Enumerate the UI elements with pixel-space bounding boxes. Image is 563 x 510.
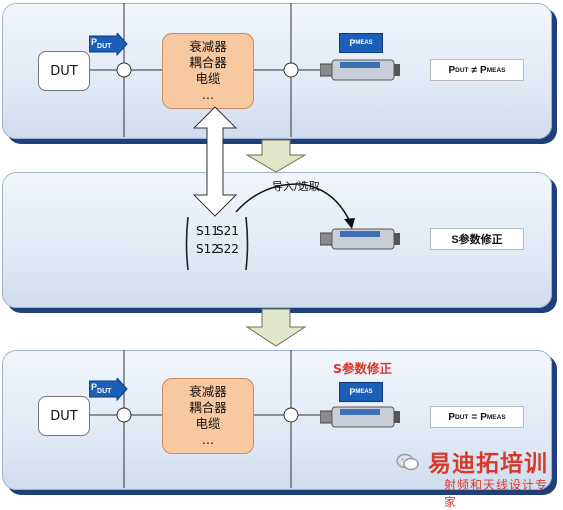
attenuator-box-bottom: 衰减器 耦合器 电缆 ... <box>162 378 254 454</box>
result-b-s1: DUT <box>455 413 469 421</box>
watermark: 易迪拓培训 射频和天线设计专家 <box>396 444 560 509</box>
pdut-arrow-tag-bottom: PDUT <box>88 376 129 406</box>
cable-label: 电缆 <box>195 71 221 86</box>
arrow-right-icon <box>88 31 128 57</box>
power-sensor-icon-bottom <box>320 406 400 428</box>
dut-label: DUT <box>50 63 78 79</box>
dut-label-bottom: DUT <box>50 408 78 424</box>
import-select-label: 导入/选取 <box>272 180 320 193</box>
s11-label: S11 <box>196 224 219 238</box>
pdut-sub: DUT <box>97 42 112 50</box>
dut-box-bottom: DUT <box>38 396 90 436</box>
pdut-arrow-tag: PDUT <box>88 31 129 61</box>
result-b-p1: P <box>448 411 455 423</box>
result-p2: P <box>480 64 487 76</box>
coupler-label-bottom: 耦合器 <box>189 400 227 415</box>
result-op: ≠ <box>471 64 478 76</box>
down-arrow-1 <box>245 139 307 173</box>
import-curve-arrow <box>235 183 351 223</box>
attenuator-label-bottom: 衰减器 <box>189 384 227 399</box>
ellipsis-label: ... <box>202 87 214 102</box>
wechat-icon <box>396 453 419 471</box>
attenuator-box: 衰减器 耦合器 电缆 ... <box>162 33 254 109</box>
result-b-s2: MEAS <box>486 413 506 421</box>
result-s2: MEAS <box>486 66 506 74</box>
attenuator-label: 衰减器 <box>189 39 227 54</box>
result-b-op: = <box>471 411 478 423</box>
import-arrowhead <box>344 218 355 229</box>
pmeas-p: P <box>349 38 356 48</box>
dut-box: DUT <box>38 51 90 91</box>
down-arrow-2 <box>245 308 307 347</box>
pdut-p: P <box>91 37 98 47</box>
pmeas-sub: MEAS <box>355 40 373 46</box>
middle-panel: S11 S21 S12 S22 S参数修正 <box>2 172 552 308</box>
s-correction-title: S参数修正 <box>333 361 393 376</box>
s-correction-label-box: S参数修正 <box>430 228 524 250</box>
pdut-p-bottom: P <box>91 382 98 392</box>
s12-label: S12 <box>196 242 219 256</box>
result-b-p2: P <box>480 411 487 423</box>
ellipsis-label-bottom: ... <box>202 432 214 447</box>
power-sensor-icon-middle <box>320 228 400 250</box>
result-p1: P <box>448 64 456 76</box>
watermark-subtitle: 射频和天线设计专家 <box>444 478 549 509</box>
coupler-label: 耦合器 <box>189 55 227 70</box>
power-sensor-icon <box>320 59 400 81</box>
cable-label-bottom: 电缆 <box>195 416 221 431</box>
bottom-wiring <box>88 350 322 488</box>
result-s1: DUT <box>455 66 469 74</box>
arrow-right-icon <box>88 376 128 402</box>
top-wiring <box>88 3 322 137</box>
s-correction-label: S参数修正 <box>451 234 503 246</box>
pmeas-p-bottom: P <box>349 387 356 397</box>
watermark-title: 易迪拓培训 <box>428 451 548 477</box>
double-arrow-icon <box>192 106 238 217</box>
middle-decor <box>185 216 249 271</box>
s22-label: S22 <box>216 242 239 256</box>
s21-label: S21 <box>216 224 239 238</box>
pmeas-sub-bottom: MEAS <box>355 389 373 395</box>
pdut-sub-bottom: DUT <box>97 387 112 395</box>
